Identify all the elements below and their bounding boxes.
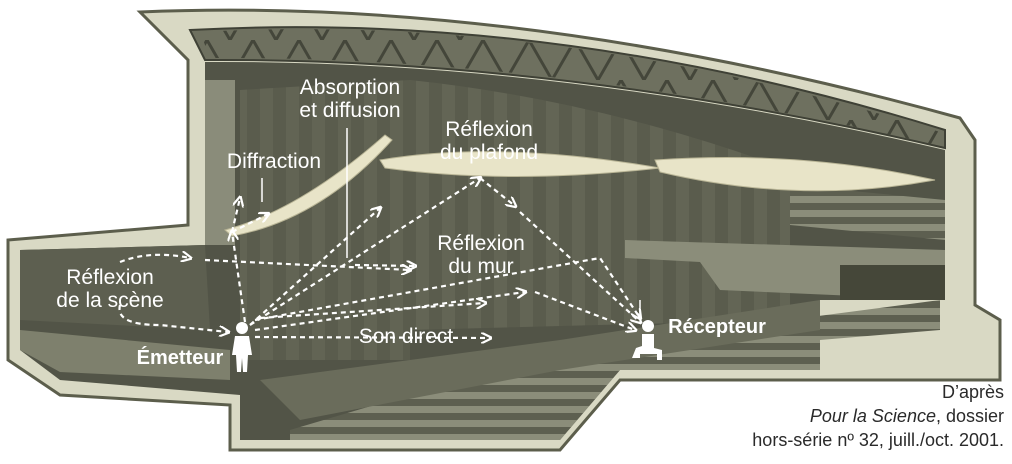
ceiling-panel-left [223, 134, 393, 237]
ray-absorption-scatter [354, 265, 415, 266]
ray-ceiling-down [479, 177, 515, 206]
sound-rays [118, 177, 641, 338]
ray-stage-back [119, 255, 190, 264]
label-son-direct: Son direct [358, 325, 454, 348]
label-reflexion-scene: Réflexion de la scène [56, 266, 164, 312]
ray-emitter-to-diffraction [232, 232, 247, 323]
credit-line-2-suffix: , dossier [935, 406, 1004, 426]
source-credit: D’après Pour la Science, dossier hors-sé… [584, 380, 1004, 452]
label-absorption: Absorption et diffusion [299, 76, 401, 122]
ray-scene-wall [259, 303, 485, 320]
ray-direct [254, 337, 490, 338]
ray-stage-rear [204, 258, 410, 270]
credit-publication: Pour la Science [809, 406, 936, 426]
ray-diffraction-1 [230, 198, 240, 233]
ceiling-panel-right [654, 157, 936, 192]
ray-stage [118, 304, 229, 332]
ray-absorption [249, 208, 380, 326]
stage-floor [20, 330, 230, 380]
credit-line-2: Pour la Science, dossier [584, 404, 1004, 428]
label-recepteur: Récepteur [668, 316, 766, 338]
ray-ceiling-to-receiver [519, 211, 640, 322]
ray-high-wall [254, 256, 640, 320]
ray-ceiling [249, 178, 480, 326]
receiver-seated-person-icon [632, 320, 662, 360]
credit-line-1: D’après [941, 382, 1004, 402]
emitter-person-icon [232, 322, 252, 372]
label-emetteur: Émetteur [136, 347, 224, 369]
label-reflexion-plafond: Réflexion du plafond [439, 118, 539, 164]
label-reflexion-mur: Réflexion du mur [437, 232, 525, 278]
label-diffraction: Diffraction [226, 150, 322, 173]
balcony-upper [790, 185, 945, 240]
ray-diffraction-2 [231, 214, 268, 233]
credit-line-3: hors-série nº 32, juill./oct. 2001. [752, 430, 1004, 450]
